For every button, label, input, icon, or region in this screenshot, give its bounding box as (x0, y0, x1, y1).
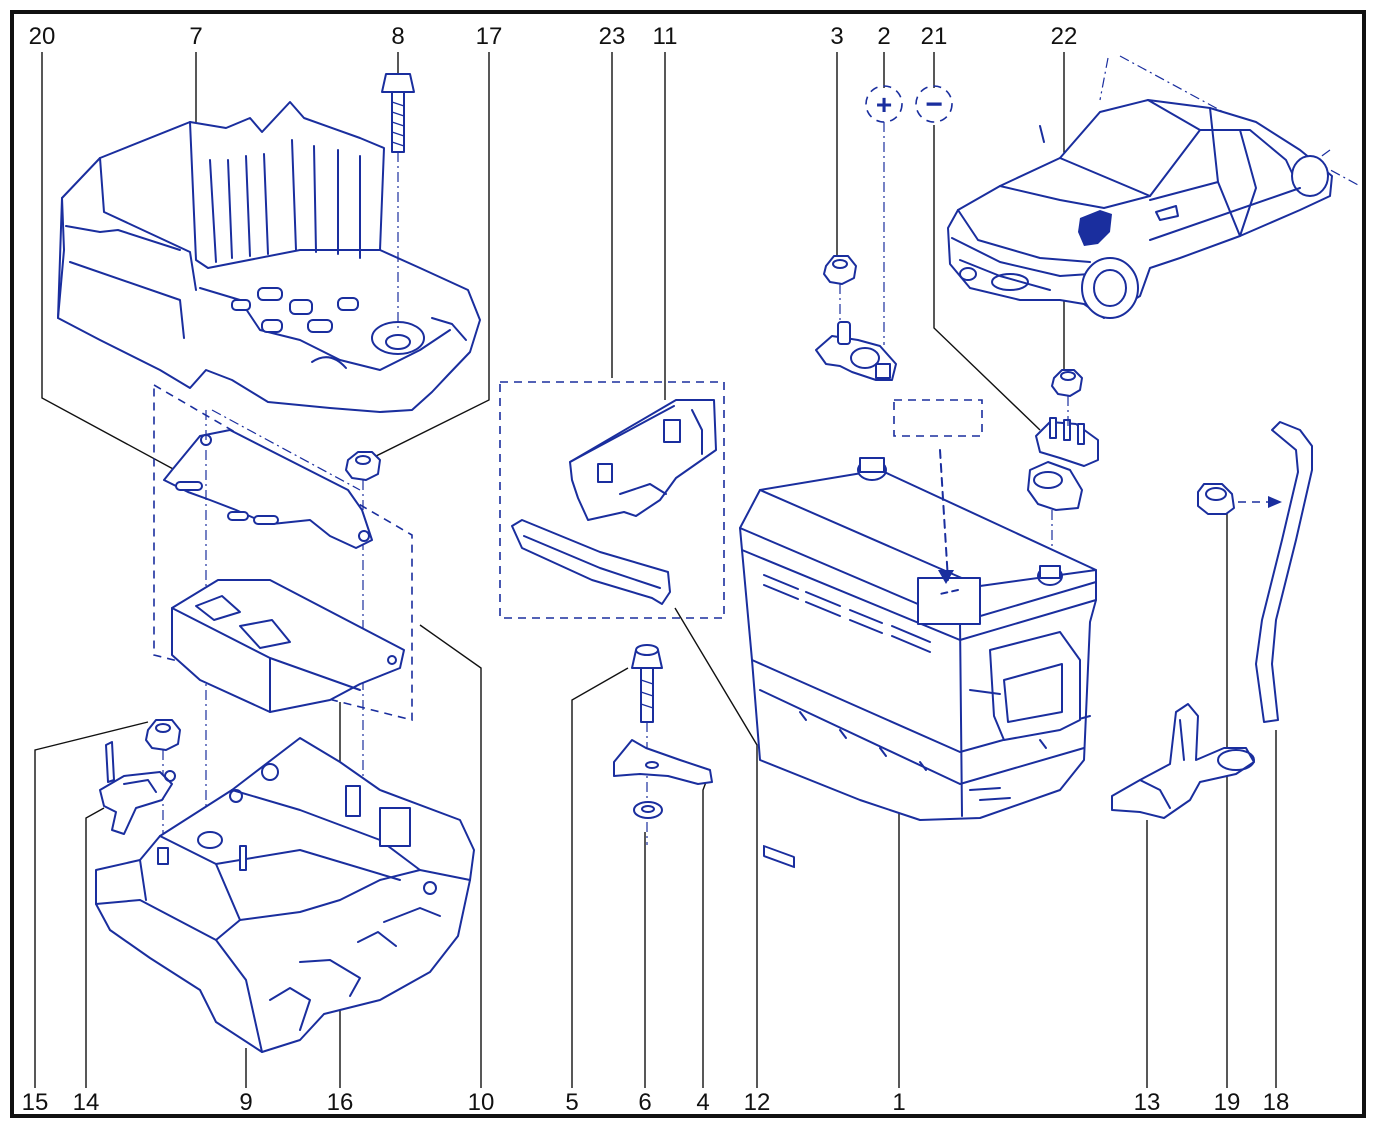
callout-1: 1 (892, 1089, 905, 1116)
callout-12: 12 (744, 1089, 771, 1116)
part-3-nut (823, 255, 857, 320)
callout-15: 15 (22, 1089, 49, 1116)
callout-11: 11 (653, 23, 678, 50)
part-group-10 (153, 383, 413, 820)
callouts-bottom: 15 14 9 16 10 5 6 4 12 1 13 19 18 (22, 1089, 1290, 1116)
part-1-battery (739, 399, 1097, 869)
callout-21: 21 (921, 23, 948, 50)
callout-2: 2 (877, 23, 890, 50)
part-2-positive-terminal: + (815, 85, 903, 381)
callout-8: 8 (391, 23, 404, 50)
negative-symbol-circle (915, 85, 953, 123)
negative-symbol: − (925, 88, 943, 121)
callout-19: 19 (1214, 1089, 1241, 1116)
leader-lines (34, 52, 1277, 1088)
callout-10: 10 (468, 1089, 495, 1116)
battery-location-highlight (1078, 210, 1112, 246)
callout-13: 13 (1134, 1089, 1161, 1116)
part-12-clamping-bar (511, 519, 671, 605)
callout-9: 9 (239, 1089, 252, 1116)
part-22-nut (1051, 369, 1083, 430)
part-9-battery-tray (95, 737, 475, 1053)
part-16-insulating-sleeve (171, 579, 405, 713)
callout-23: 23 (599, 23, 626, 50)
part-4-bracket (613, 739, 713, 785)
part-19-grommet (1197, 483, 1282, 515)
callout-5: 5 (565, 1089, 578, 1116)
part-14-clip (99, 741, 176, 835)
callout-3: 3 (830, 23, 843, 50)
part-group-23 (499, 381, 725, 619)
callout-22: 22 (1051, 23, 1078, 50)
callout-17: 17 (476, 23, 503, 50)
callout-4: 4 (696, 1089, 709, 1116)
callout-16: 16 (327, 1089, 354, 1116)
callout-6: 6 (638, 1089, 651, 1116)
callout-7: 7 (189, 23, 202, 50)
callout-18: 18 (1263, 1089, 1290, 1116)
part-5-bolt (631, 644, 663, 845)
callouts-top: 20 7 8 17 23 11 3 2 21 22 (29, 23, 1078, 50)
part-15-nut (145, 719, 181, 860)
frame-border (10, 10, 1366, 1118)
part-7-battery-upper-cover (57, 101, 481, 413)
vehicle-location-inset (947, 55, 1361, 319)
part-8-bolt (381, 73, 415, 330)
part-20-bracket-plate (163, 429, 373, 549)
part-21-negative-terminal: − (915, 85, 1099, 568)
part-11-support-bracket (569, 399, 717, 521)
callout-14: 14 (73, 1089, 100, 1116)
part-13-clip (1111, 703, 1255, 819)
positive-symbol: + (876, 89, 892, 120)
part-6-washer (633, 801, 663, 819)
part-18-vent-hose (1255, 421, 1313, 723)
callout-20: 20 (29, 23, 56, 50)
